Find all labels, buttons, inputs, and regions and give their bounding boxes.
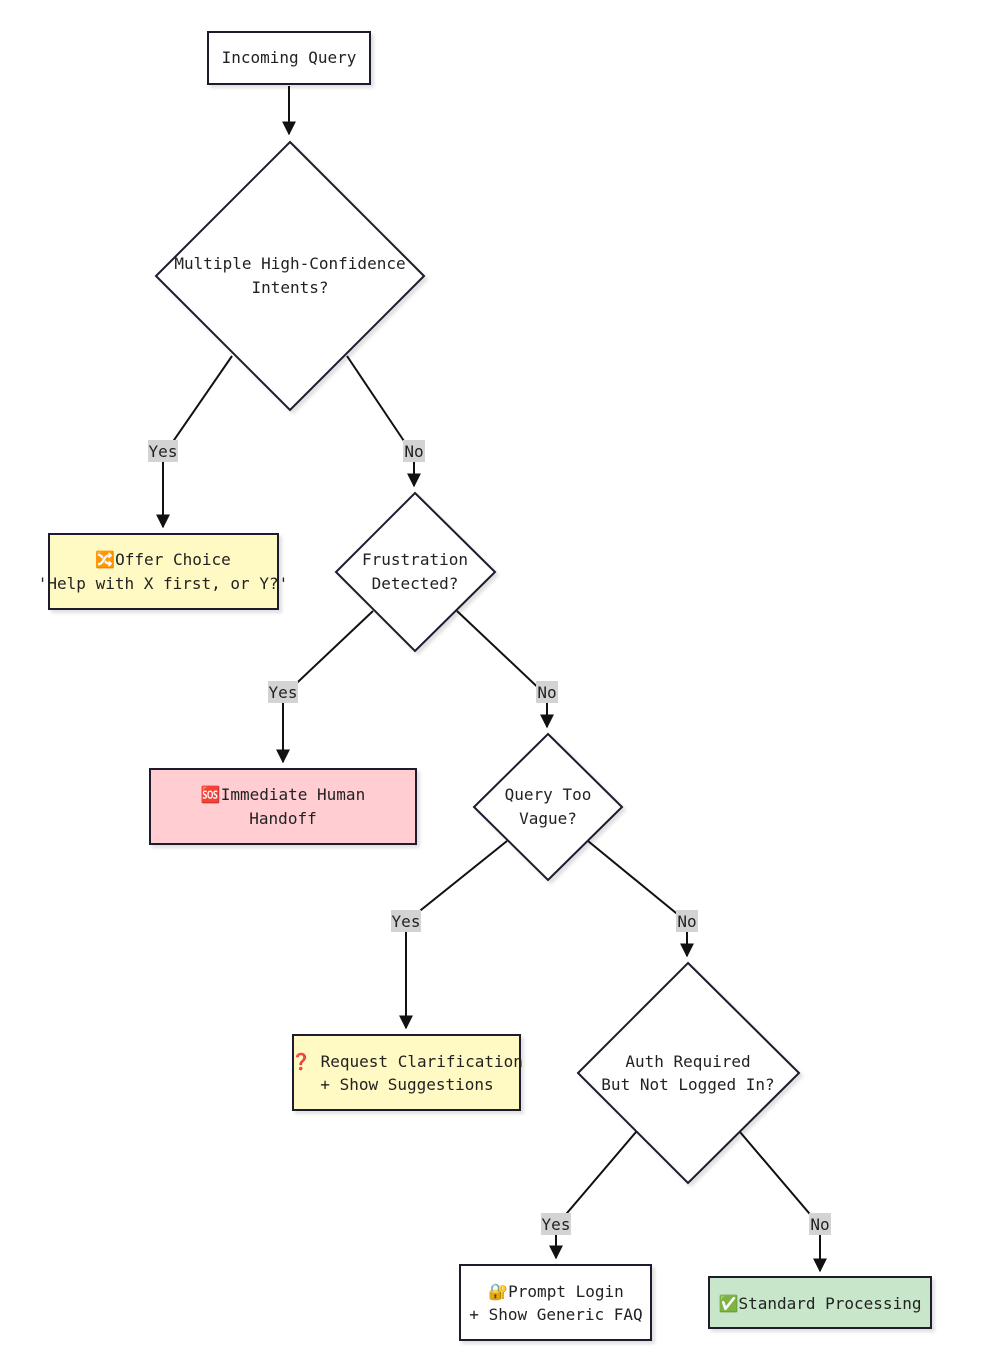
node-incoming-query: Incoming Query [207,31,371,85]
svg-text:🆘Immediate Human: 🆘Immediate Human [201,785,365,804]
svg-text:Yes: Yes [542,1215,571,1234]
decision-auth-required: Auth Required But Not Logged In? [576,961,801,1185]
svg-text:'Help with X first, or Y?': 'Help with X first, or Y?' [38,574,288,593]
svg-text:🔀Offer Choice: 🔀Offer Choice [95,550,231,569]
svg-text:Yes: Yes [149,442,178,461]
svg-text:Frustration: Frustration [362,550,468,569]
node-prompt-login: 🔐Prompt Login + Show Generic FAQ [459,1264,652,1341]
svg-text:No: No [810,1215,829,1234]
decision-multiple-intents: Multiple High-Confidence Intents? [154,140,426,412]
svg-text:Yes: Yes [269,683,298,702]
edge-d3-yes [399,840,508,1030]
edge-d4-no [739,1131,827,1273]
edge-labels: Yes No Yes No Yes No Yes No [148,440,831,1235]
edge-d1-no [346,355,421,488]
svg-text:❓ Request Clarification: ❓ Request Clarification [291,1052,523,1071]
edge-label-d2-yes: Yes [268,681,298,703]
svg-text:Handoff: Handoff [249,809,316,828]
edge-label-d4-yes: Yes [541,1213,571,1235]
svg-text:+ Show Suggestions: + Show Suggestions [320,1075,493,1094]
edge-d2-no [456,610,554,729]
svg-text:Vague?: Vague? [519,809,577,828]
node-standard-processing: ✅Standard Processing [708,1276,932,1329]
decision-frustration: Frustration Detected? [334,491,497,653]
svg-text:Auth Required: Auth Required [625,1052,750,1071]
node-human-handoff: 🆘Immediate Human Handoff [149,768,417,845]
edge-label-d1-yes: Yes [148,440,178,462]
svg-text:Query Too: Query Too [505,785,592,804]
svg-text:+ Show Generic FAQ: + Show Generic FAQ [469,1305,642,1324]
svg-text:No: No [404,442,423,461]
edge-label-d3-no: No [676,910,698,932]
edge-d4-yes [549,1131,637,1260]
node-offer-choice: 🔀Offer Choice 'Help with X first, or Y?' [38,533,288,610]
svg-text:🔐Prompt Login: 🔐Prompt Login [488,1282,624,1301]
svg-text:✅Standard Processing: ✅Standard Processing [719,1294,922,1313]
svg-text:No: No [537,683,556,702]
svg-text:Incoming Query: Incoming Query [222,48,357,67]
svg-text:But Not Logged In?: But Not Logged In? [601,1075,774,1094]
edge-label-d1-no: No [403,440,425,462]
svg-text:Multiple High-Confidence: Multiple High-Confidence [174,254,405,273]
svg-text:No: No [677,912,696,931]
svg-text:Intents?: Intents? [251,278,328,297]
node-request-clarification: ❓ Request Clarification + Show Suggestio… [291,1034,523,1111]
edge-d3-no [587,840,694,958]
nodes: Incoming Query Multiple High-Confidence … [38,31,932,1341]
svg-text:Detected?: Detected? [372,574,459,593]
decision-query-vague: Query Too Vague? [472,732,624,882]
edge-label-d2-no: No [536,681,558,703]
edge-label-d3-yes: Yes [391,910,421,932]
edge-label-d4-no: No [809,1213,831,1235]
svg-text:Yes: Yes [392,912,421,931]
